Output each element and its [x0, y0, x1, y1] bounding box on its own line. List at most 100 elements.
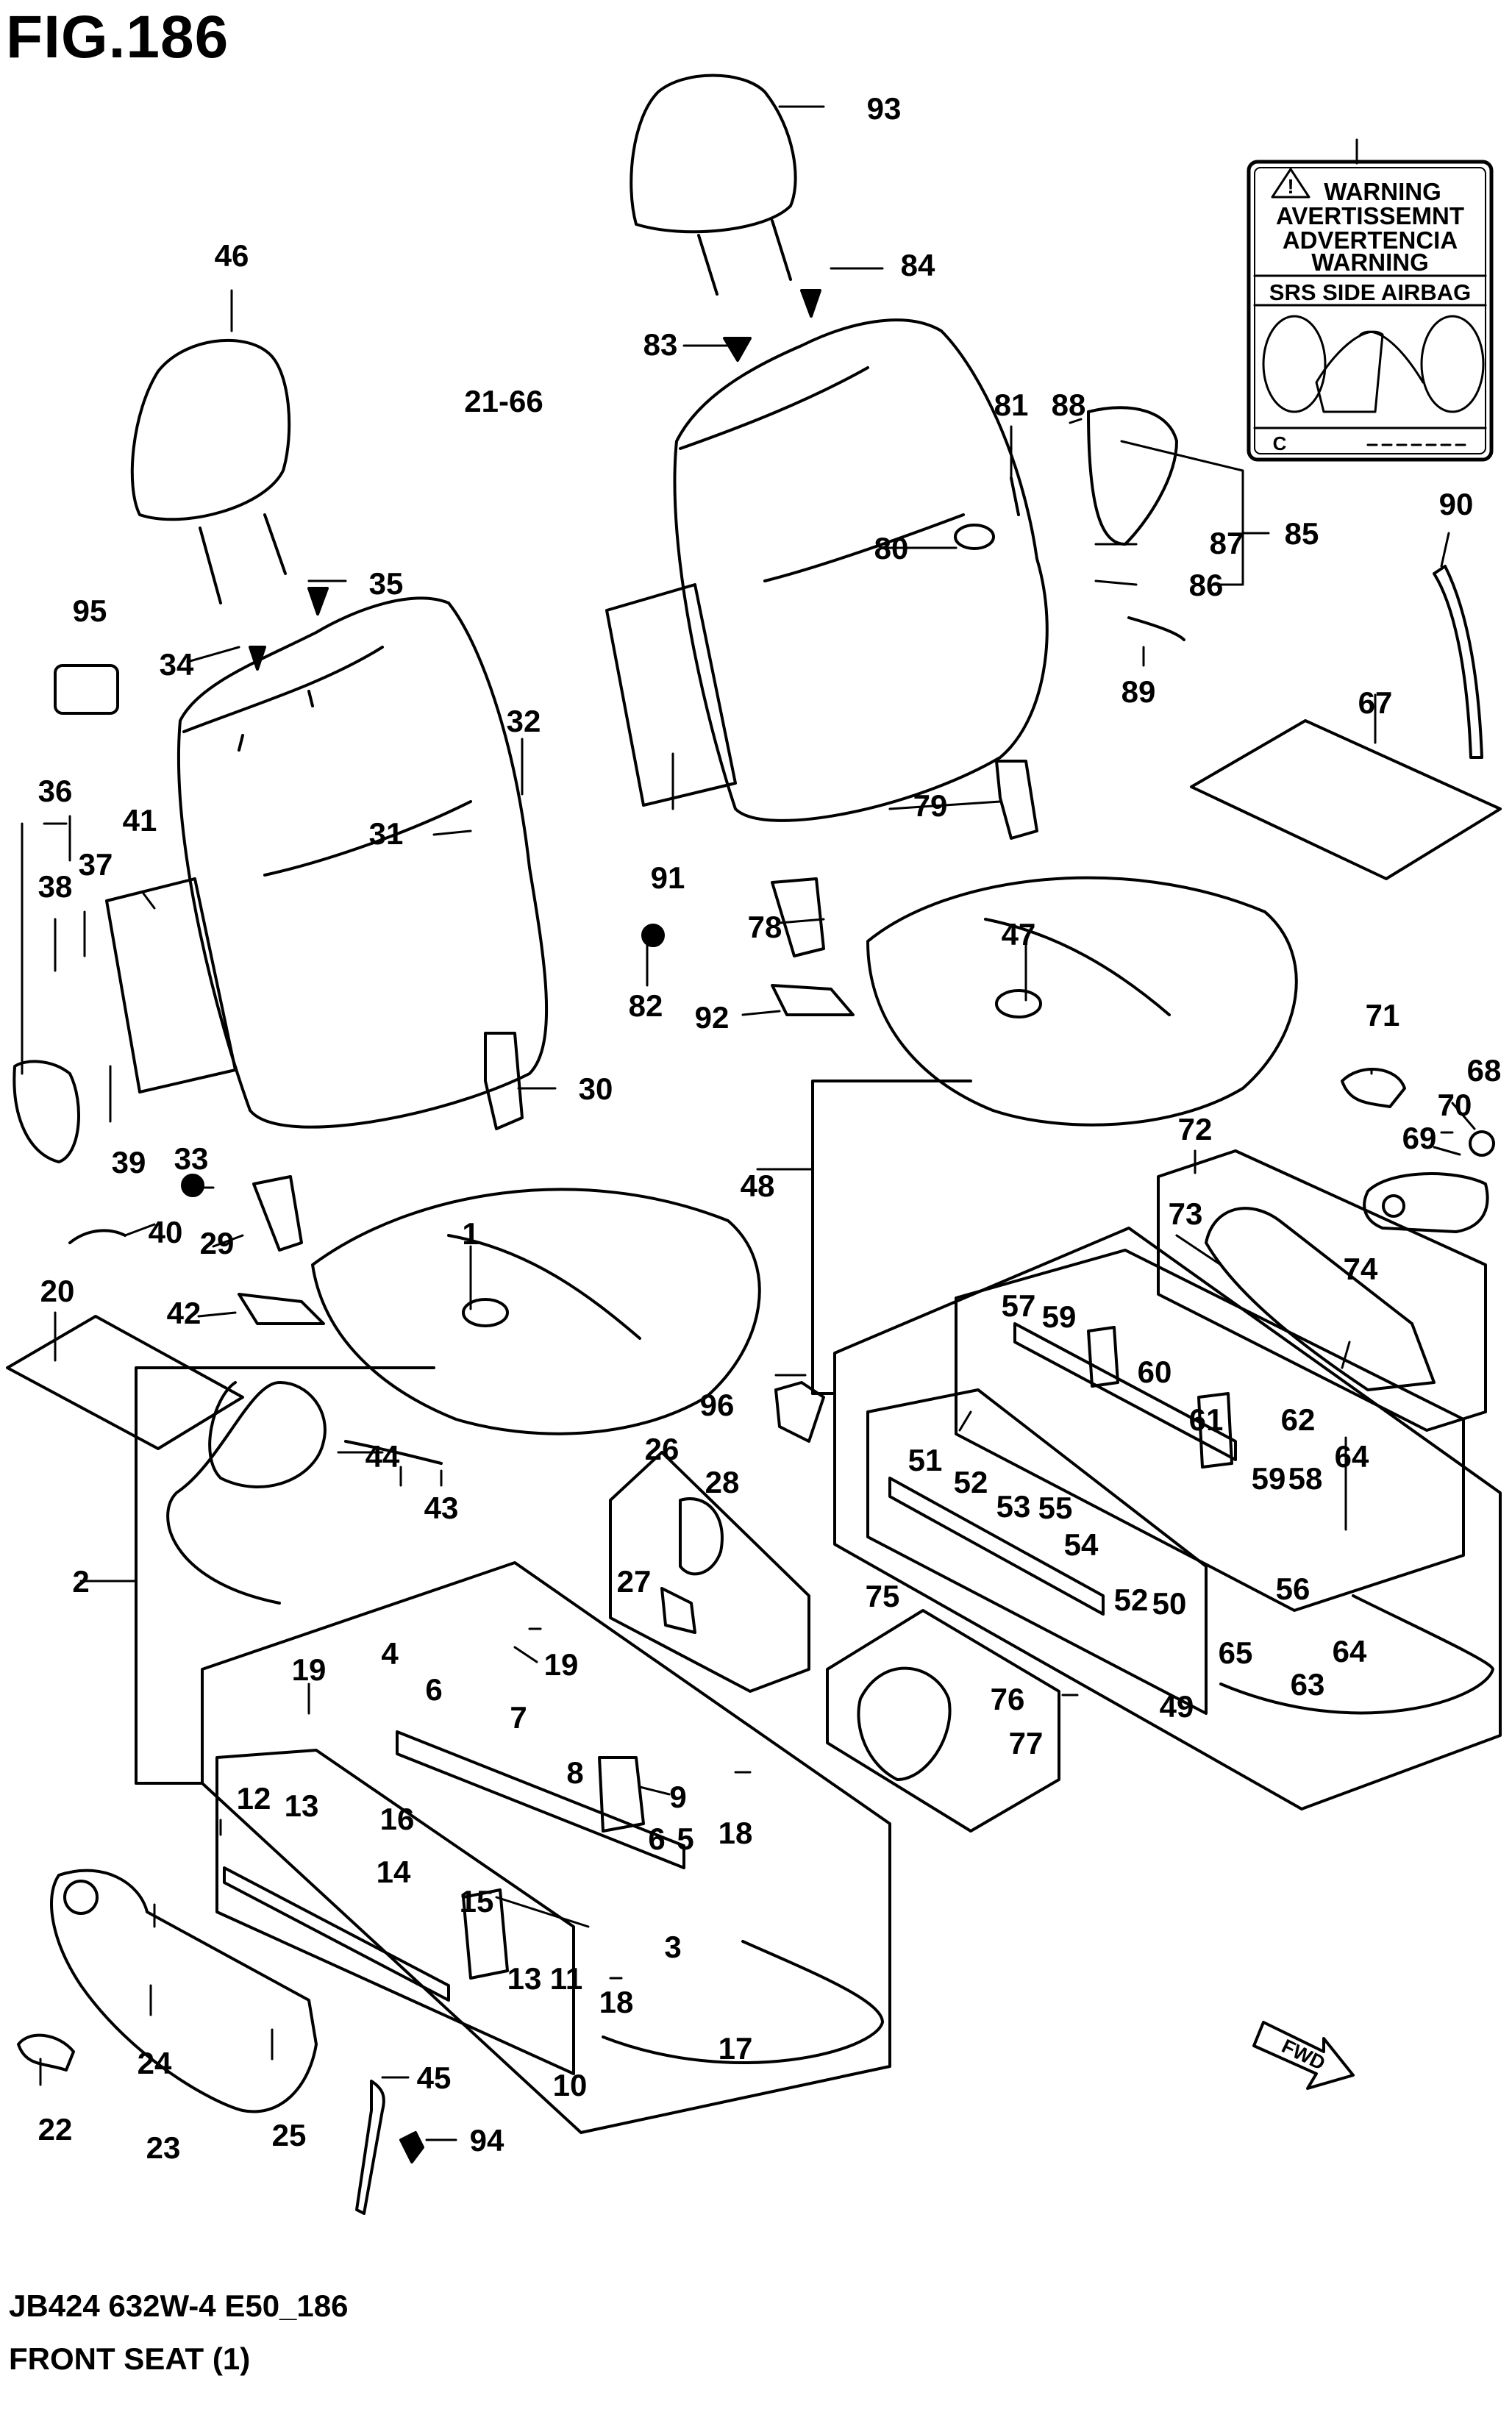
mat-20	[6, 1315, 244, 1450]
callout: 50	[1152, 1586, 1187, 1621]
callout: 24	[138, 2046, 172, 2080]
side-cover-box-71	[1157, 1149, 1487, 1432]
callout-numbers: 1 2 3 4 5 6 6 7 8 9 10 11 12 13 13 14 15…	[38, 91, 1502, 2165]
callout: 19	[292, 1652, 327, 1687]
left-seat-rails	[17, 1366, 891, 2215]
side-trim-84	[1087, 406, 1178, 546]
headrest-right	[630, 74, 797, 234]
anchor-box-26	[609, 1451, 810, 1693]
callout: 37	[79, 847, 113, 882]
callout: 84	[901, 248, 935, 282]
figure-title: FIG.186	[6, 4, 229, 71]
callout: 91	[651, 860, 685, 895]
callout: 96	[700, 1388, 735, 1422]
callout: 18	[718, 1816, 753, 1850]
side-trim-39	[13, 1060, 80, 1163]
callout: 4	[381, 1636, 399, 1671]
callout: 5	[677, 1822, 693, 1856]
callout: 55	[1038, 1491, 1073, 1525]
wire-frame-44	[166, 1381, 327, 1605]
callout: 11	[550, 1961, 582, 1996]
warning-label-96: ! WARNING AVERTISSEMNT ADVERTENCIA WARNI…	[1247, 160, 1494, 462]
callout: 39	[112, 1145, 146, 1180]
callout: 95	[73, 593, 107, 628]
warning-corner-letter: C	[1273, 432, 1287, 454]
svg-text:!: !	[1287, 175, 1294, 198]
warning-line-2: AVERTISSEMNT	[1276, 202, 1464, 229]
callout: 67	[1358, 685, 1393, 720]
fwd-arrow: FWD	[1252, 2021, 1355, 2090]
callout: 35	[369, 566, 404, 601]
callout: 2	[72, 1564, 89, 1599]
callout: 44	[365, 1439, 400, 1474]
callout: 1	[462, 1216, 479, 1251]
warning-subtitle: SRS SIDE AIRBAG	[1269, 279, 1471, 305]
callout: 85	[1285, 516, 1319, 551]
callout: 63	[1291, 1667, 1325, 1702]
callout: 12	[237, 1781, 271, 1816]
callout: 3	[664, 1930, 681, 1964]
callout: 56	[1276, 1571, 1310, 1606]
callout: 23	[146, 2130, 181, 2165]
callout: 27	[617, 1564, 652, 1599]
callout: 61	[1189, 1402, 1224, 1437]
callout: 34	[160, 647, 194, 682]
callout: 14	[377, 1855, 411, 1889]
callout: 59	[1252, 1461, 1286, 1496]
headrest-left	[130, 338, 291, 521]
callout: 73	[1169, 1196, 1203, 1231]
backrest-left	[176, 596, 549, 1129]
callout: 17	[718, 2031, 753, 2066]
callout: 70	[1438, 1088, 1472, 1122]
leader-lines	[21, 105, 1476, 2141]
callout: 64	[1333, 1634, 1367, 1669]
callout: 57	[1002, 1288, 1036, 1323]
callout: 21-66	[464, 384, 543, 418]
callout: 71	[1366, 998, 1400, 1032]
callout: 60	[1138, 1355, 1172, 1389]
callout: 82	[629, 988, 663, 1023]
callout: 93	[867, 91, 902, 126]
callout: 32	[507, 704, 541, 738]
callout: 58	[1288, 1461, 1323, 1496]
callout: 51	[908, 1443, 943, 1477]
callout: 13	[285, 1788, 319, 1823]
rail-box-48	[833, 1227, 1502, 1810]
callout: 94	[470, 2123, 504, 2158]
callout: 68	[1467, 1053, 1502, 1088]
seat-cushion-left	[311, 1188, 761, 1435]
callout: 79	[913, 788, 948, 823]
callout: 40	[149, 1215, 183, 1249]
callout: 92	[695, 1000, 730, 1035]
seat-cushion-right	[866, 876, 1298, 1127]
callout: 65	[1219, 1635, 1253, 1670]
callout: 77	[1009, 1726, 1044, 1760]
callout: 22	[38, 2112, 73, 2147]
callout: 52	[954, 1465, 988, 1499]
rail-box-49	[866, 1388, 1208, 1715]
callout: 48	[741, 1168, 775, 1203]
callout: 20	[40, 1274, 75, 1308]
callout: 75	[866, 1579, 900, 1613]
seat-side-cover-23	[50, 1869, 318, 2113]
callout: 10	[553, 2068, 588, 2102]
callout: 26	[645, 1432, 680, 1466]
callout: 62	[1281, 1402, 1316, 1437]
rail-box-10	[215, 1749, 575, 2075]
warning-line-1: WARNING	[1324, 178, 1441, 205]
right-seat-rails	[774, 1068, 1502, 1810]
back-board-90	[605, 583, 737, 807]
callout: 78	[748, 910, 782, 944]
callout: 6	[425, 1672, 442, 1707]
callout: 87	[1210, 526, 1244, 560]
callout: 45	[417, 2060, 452, 2095]
callout: 41	[123, 803, 157, 838]
callout: 52	[1114, 1583, 1149, 1617]
callout: 18	[599, 1985, 634, 2019]
callout: 13	[507, 1961, 542, 1996]
callout: 29	[200, 1226, 235, 1260]
callout: 42	[167, 1296, 202, 1330]
callout: 43	[424, 1491, 459, 1525]
callout: 9	[669, 1780, 686, 1814]
